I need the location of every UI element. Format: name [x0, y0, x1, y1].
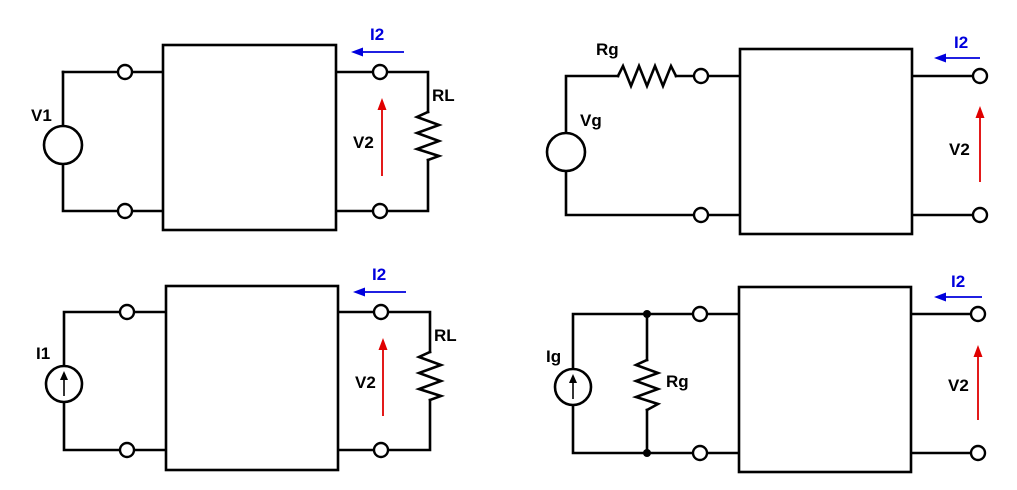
voltage-label: V2	[353, 133, 374, 152]
terminal	[692, 206, 710, 224]
terminal	[969, 444, 987, 462]
terminal	[372, 303, 390, 321]
current-label: I2	[954, 33, 968, 52]
wire	[387, 398, 432, 452]
wire	[564, 169, 695, 217]
junction-dot	[643, 310, 651, 318]
terminal	[372, 441, 390, 459]
terminal	[691, 305, 709, 323]
source-label: V1	[31, 106, 52, 125]
current-label: I2	[951, 272, 965, 291]
terminal	[971, 67, 989, 85]
resistor-label: Rg	[666, 372, 689, 391]
voltage-arrowhead	[975, 106, 985, 118]
two-port-box	[738, 47, 914, 236]
source-label: Ig	[546, 347, 561, 366]
voltage-label: V2	[355, 373, 376, 392]
two-port-box	[164, 284, 340, 472]
terminal	[691, 444, 709, 462]
terminal	[118, 441, 136, 459]
current-label: I2	[372, 265, 386, 284]
wire	[62, 400, 121, 452]
resistor-label: Rg	[596, 40, 619, 59]
terminal	[371, 202, 389, 220]
current-source-arrowhead	[569, 374, 577, 383]
two-port-box	[737, 285, 913, 474]
wire	[386, 158, 430, 213]
circuit-top-left: V1 RL I2 V2	[31, 25, 455, 232]
source-label: Vg	[580, 111, 602, 130]
wire	[62, 310, 121, 368]
resistor-icon	[412, 110, 444, 162]
wire	[387, 310, 432, 354]
voltage-source-icon	[545, 131, 587, 173]
wire	[564, 74, 620, 135]
current-arrowhead	[351, 47, 363, 57]
circuit-bottom-left: I1 RL I2 V2	[36, 265, 457, 472]
voltage-arrowhead	[378, 338, 388, 350]
voltage-arrowhead	[377, 98, 387, 110]
source-label: I1	[36, 344, 50, 363]
two-port-box	[161, 43, 338, 232]
current-arrowhead	[934, 292, 946, 302]
voltage-label: V2	[949, 140, 970, 159]
circuit-top-right: Rg Vg I2 V2	[545, 33, 989, 236]
load-label: RL	[432, 86, 455, 105]
load-label: RL	[434, 326, 457, 345]
terminal	[971, 206, 989, 224]
terminal	[116, 63, 134, 81]
circuit-bottom-right: Ig Rg I2 V2	[546, 272, 987, 474]
terminal	[692, 67, 710, 85]
wire	[61, 161, 119, 213]
wire	[386, 70, 430, 114]
terminal	[116, 202, 134, 220]
terminal	[371, 63, 389, 81]
current-label: I2	[370, 25, 384, 44]
resistor-icon	[414, 350, 446, 402]
current-source-arrowhead	[60, 371, 68, 380]
wire	[571, 312, 694, 371]
voltage-arrowhead	[973, 345, 983, 357]
current-arrowhead	[934, 53, 946, 63]
resistor-icon	[616, 62, 678, 90]
terminal	[118, 303, 136, 321]
voltage-label: V2	[948, 376, 969, 395]
resistor-icon	[631, 358, 662, 412]
junction-dot	[643, 449, 651, 457]
current-arrowhead	[353, 287, 365, 297]
wire	[571, 403, 694, 455]
terminal	[969, 305, 987, 323]
voltage-source-icon	[42, 124, 84, 166]
